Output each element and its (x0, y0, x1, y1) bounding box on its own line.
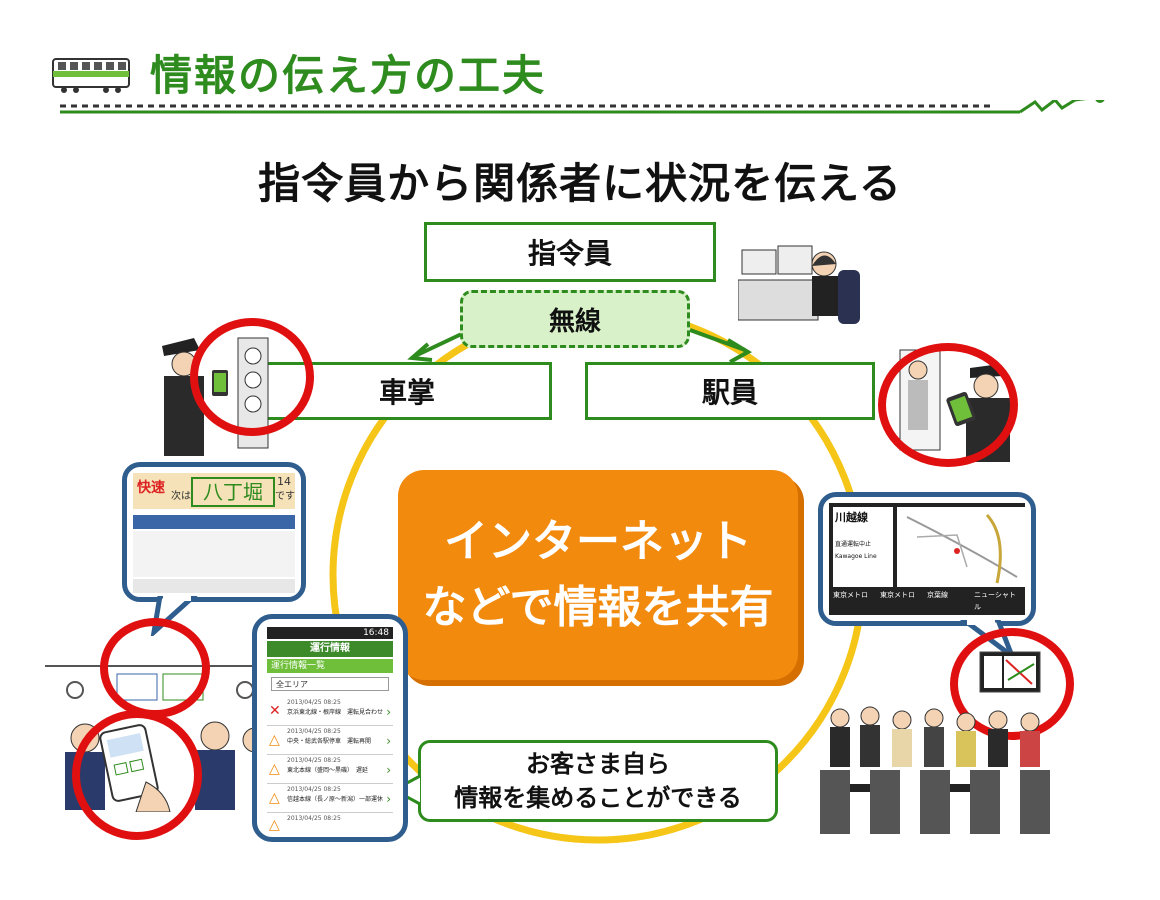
callout-line-2: 情報を集めることができる (454, 784, 742, 812)
station-staff-highlight-circle (878, 343, 1018, 467)
train-display-service: 快速 (137, 480, 165, 496)
smartphone: 16:48 運行情報 運行情報一覧 全エリア ✕ 2013/04/25 08:2… (252, 614, 408, 842)
phone-app-title: 運行情報 (267, 641, 393, 657)
train-display-next-label: 次は (171, 491, 191, 502)
list-item[interactable]: △ 2013/04/25 08:25 (269, 815, 341, 833)
station-display-status: 直通運転中止 (835, 541, 872, 548)
station-display-lines: 東京メトロ 東京メトロ 京葉線 ニューシャトル 東武東上線 埼玉高速鉄道 ゆりか… (833, 591, 1016, 623)
radio-box: 無線 (460, 290, 690, 348)
passenger-phone-highlight-circle (72, 710, 202, 840)
phone-list-title: 運行情報一覧 (267, 659, 393, 673)
passenger-callout: お客さま自ら 情報を集めることができる (418, 740, 778, 822)
list-item[interactable]: △ 2013/04/25 08:25 東北本線（盛岡〜黒磯） 遅延 › (267, 755, 393, 784)
center-line-1: インターネット (444, 516, 752, 567)
list-item[interactable]: △ 2013/04/25 08:25 中央・総武各駅停車 運転再開 › (267, 726, 393, 755)
phone-item-list: ✕ 2013/04/25 08:25 京浜東北線・根岸線 運転見合わせ › △ … (267, 697, 393, 833)
station-staff-box: 駅員 (585, 362, 875, 420)
train-display-station: 八丁堀 (191, 477, 275, 507)
center-line-2: などで情報を共有 (422, 582, 774, 633)
station-display-line-en: Kawagoe Line (835, 553, 877, 560)
conductor-highlight-circle (190, 318, 314, 436)
train-display-car: 14 (277, 475, 291, 488)
station-display-line: 川越線 (835, 511, 868, 524)
list-item[interactable]: ✕ 2013/04/25 08:25 京浜東北線・根岸線 運転見合わせ › (267, 697, 393, 726)
ticket-gate-illustration (810, 700, 1060, 840)
phone-area-select[interactable]: 全エリア (271, 677, 389, 691)
train-display-bubble: 快速 次は 八丁堀 です 14 (122, 462, 306, 602)
train-screen-highlight-circle (100, 618, 210, 718)
slide-subtitle: 指令員から関係者に状況を伝える (258, 159, 902, 208)
page-title: 情報の伝え方の工夫 (150, 51, 547, 100)
list-item[interactable]: △ 2013/04/25 08:25 信越本線（長ノ原〜新潟）一部運休 › (267, 784, 393, 813)
internet-share-box: インターネット などで情報を共有 (398, 470, 798, 680)
train-display-suffix: です (275, 491, 295, 502)
train-logo-icon (52, 55, 130, 95)
phone-clock: 16:48 (363, 628, 389, 638)
dispatcher-box: 指令員 (424, 222, 716, 282)
station-display-bubble: 川越線 直通運転中止 Kawagoe Line 東京メトロ 東京メトロ 京葉線 … (818, 492, 1036, 626)
dispatcher-illustration (737, 236, 868, 336)
callout-line-1: お客さま自ら (526, 750, 670, 778)
station-monitor-highlight-circle (950, 628, 1074, 740)
